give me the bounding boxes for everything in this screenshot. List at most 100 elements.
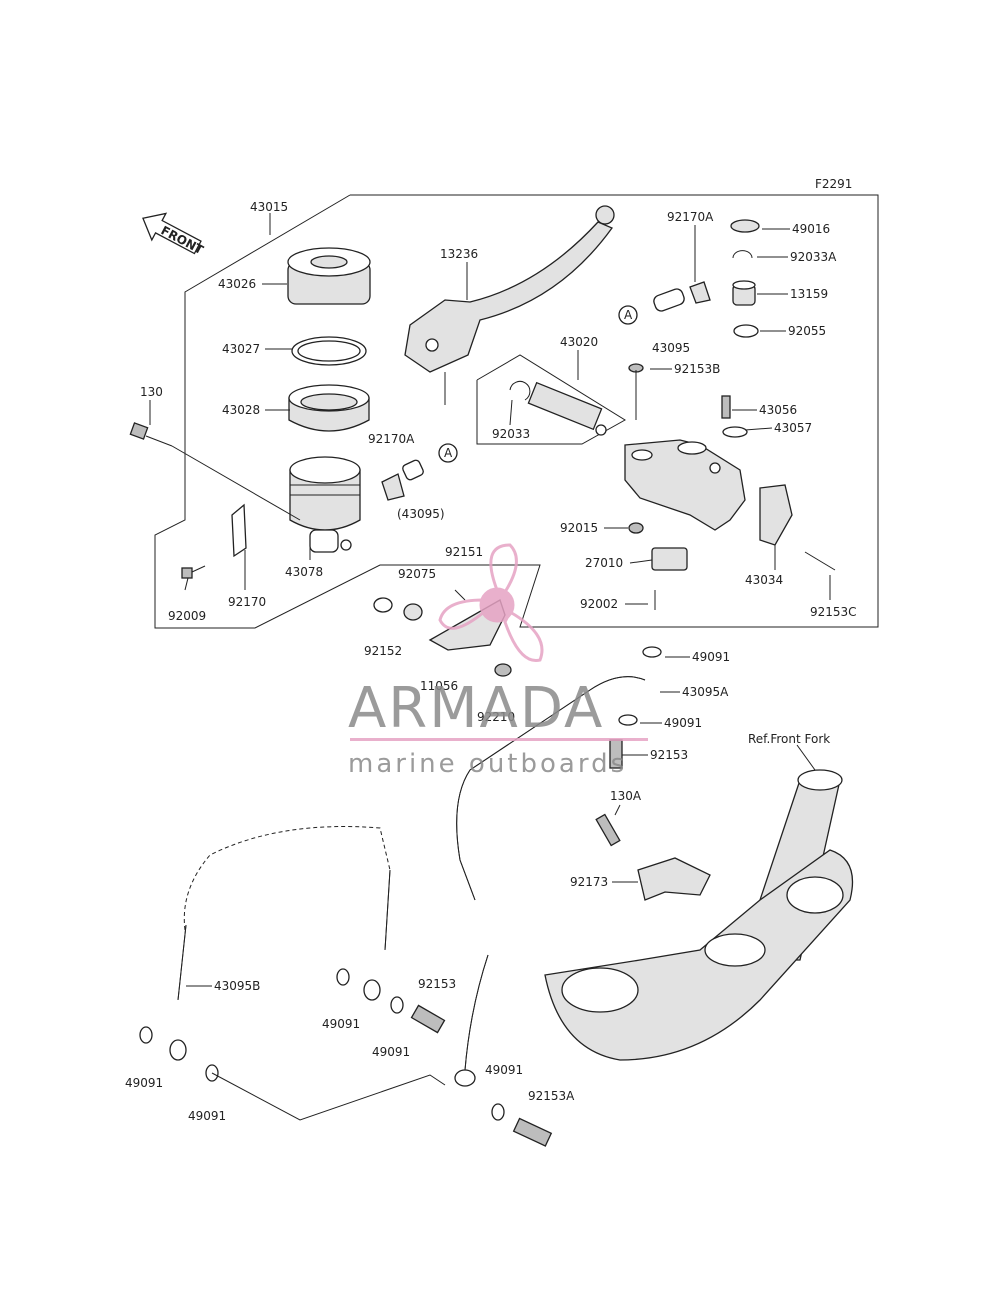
master-cylinder-body-icon bbox=[624, 439, 746, 531]
bolt-92153C-icon bbox=[804, 551, 836, 571]
banjo-fitting-middle-icon bbox=[454, 1069, 476, 1087]
circlip-92033-icon bbox=[509, 380, 531, 401]
label-92210: 92210 bbox=[477, 710, 515, 724]
label-92153B: 92153B bbox=[674, 362, 720, 376]
label-43027: 43027 bbox=[222, 342, 260, 356]
screw-92009-icon bbox=[181, 565, 206, 579]
front-arrow-icon: FRONT bbox=[142, 212, 207, 258]
label-92152: 92152 bbox=[364, 644, 402, 658]
label-92170A-left: 92170A bbox=[368, 432, 415, 446]
label-130A: 130A bbox=[610, 789, 642, 803]
label-43095B: 43095B bbox=[214, 979, 260, 993]
banjo-bolt-92153A-icon bbox=[512, 1117, 553, 1147]
reservoir-cap-icon bbox=[287, 247, 371, 305]
label-43095: 43095 bbox=[652, 341, 690, 355]
hose-middle-outline bbox=[464, 954, 489, 1071]
washer-49091-d-icon bbox=[139, 1026, 153, 1044]
propeller-logo-icon bbox=[438, 543, 544, 662]
collar-92152-icon bbox=[373, 597, 393, 613]
label-92015: 92015 bbox=[560, 521, 598, 535]
label-43056: 43056 bbox=[759, 403, 797, 417]
cap-49016-icon bbox=[730, 219, 760, 233]
label-49016: 49016 bbox=[792, 222, 830, 236]
label-43095-paren: (43095) bbox=[397, 507, 445, 521]
label-49091-d: 49091 bbox=[125, 1076, 163, 1090]
label-92075: 92075 bbox=[398, 567, 436, 581]
diaphragm-plate-icon bbox=[291, 336, 367, 366]
cap-43057-icon bbox=[722, 426, 748, 438]
reservoir-tank-icon bbox=[289, 456, 361, 553]
washer-49091-a-icon bbox=[642, 646, 662, 658]
figure-code: F2291 bbox=[815, 177, 852, 191]
leader-lines bbox=[149, 213, 831, 1121]
label-92153A: 92153A bbox=[528, 1089, 575, 1103]
label-92002: 92002 bbox=[580, 597, 618, 611]
label-49091-c: 49091 bbox=[322, 1017, 360, 1031]
watermark-tagline: marine outboards bbox=[348, 749, 627, 779]
label-92151: 92151 bbox=[445, 545, 483, 559]
label-43026: 43026 bbox=[218, 277, 256, 291]
label-13159: 13159 bbox=[790, 287, 828, 301]
bolt-130A-icon bbox=[595, 813, 621, 847]
switch-27010-icon bbox=[651, 547, 688, 571]
label-49091-f: 49091 bbox=[485, 1063, 523, 1077]
brake-lever-icon bbox=[404, 205, 615, 405]
label-92153-a: 92153 bbox=[650, 748, 688, 762]
nut-92015-icon bbox=[628, 522, 644, 534]
label-49091-a: 49091 bbox=[692, 650, 730, 664]
banjo-bolt-92153-b-icon bbox=[410, 1004, 446, 1034]
hose-connection-dashed bbox=[183, 826, 391, 931]
fork-triple-clamp-icon bbox=[544, 769, 854, 1061]
grommet-92075-icon bbox=[403, 603, 423, 621]
label-92170: 92170 bbox=[228, 595, 266, 609]
label-43095A: 43095A bbox=[682, 685, 729, 699]
clamp-43034-icon bbox=[759, 484, 793, 546]
label-49091-e: 49091 bbox=[188, 1109, 226, 1123]
part-labels: 43015 43026 43027 43028 130 92009 92170 … bbox=[125, 200, 857, 1123]
hose-middle-icon bbox=[464, 954, 489, 1071]
label-49091-b: 49091 bbox=[664, 716, 702, 730]
hose-right-branch-icon bbox=[384, 869, 391, 951]
assembly-outline-43015 bbox=[154, 194, 879, 629]
reference-label: Ref.Front Fork bbox=[748, 732, 830, 746]
callout-a-left-label: A bbox=[444, 446, 453, 460]
front-arrow-label: FRONT bbox=[159, 223, 207, 257]
clip-92033A-icon bbox=[732, 250, 753, 259]
hose-43095-right-icon bbox=[653, 288, 685, 312]
bolt-92151-icon bbox=[454, 589, 466, 601]
label-92170A-right: 92170A bbox=[667, 210, 714, 224]
watermark-brand: ARMADA bbox=[348, 676, 604, 741]
hose-43095B-icon bbox=[177, 924, 187, 1001]
label-43057: 43057 bbox=[774, 421, 812, 435]
label-43015: 43015 bbox=[250, 200, 288, 214]
hose-clamp-right-icon bbox=[689, 281, 711, 304]
label-13236: 13236 bbox=[440, 247, 478, 261]
bleeder-43056-icon bbox=[721, 395, 731, 419]
callout-a-right-label: A bbox=[624, 308, 633, 322]
label-92153-b: 92153 bbox=[418, 977, 456, 991]
label-92009: 92009 bbox=[168, 609, 206, 623]
hose-43095A-icon bbox=[456, 676, 646, 901]
washer-49091-f-icon bbox=[491, 1103, 505, 1121]
label-43078: 43078 bbox=[285, 565, 323, 579]
label-43028: 43028 bbox=[222, 403, 260, 417]
clamp-92173-icon bbox=[637, 857, 711, 901]
banjo-fitting-left-icon bbox=[169, 1039, 187, 1061]
bolt-130-icon bbox=[129, 422, 173, 447]
label-27010: 27010 bbox=[585, 556, 623, 570]
washer-49091-c-icon bbox=[336, 968, 350, 986]
watermark-underline bbox=[350, 738, 648, 741]
label-92153C: 92153C bbox=[810, 605, 857, 619]
washer-49091-g-icon bbox=[390, 996, 404, 1014]
watermark: ARMADA marine outboards bbox=[348, 543, 648, 779]
hose-43095-left-icon bbox=[402, 459, 424, 481]
label-49091-g: 49091 bbox=[372, 1045, 410, 1059]
banjo-fitting-right-icon bbox=[363, 979, 381, 1001]
diaphragm-icon bbox=[288, 384, 370, 432]
callout-a-right bbox=[618, 305, 638, 325]
label-11056: 11056 bbox=[420, 679, 458, 693]
bolt-92153B-icon bbox=[628, 363, 644, 420]
piston-assembly-icon bbox=[527, 381, 607, 436]
